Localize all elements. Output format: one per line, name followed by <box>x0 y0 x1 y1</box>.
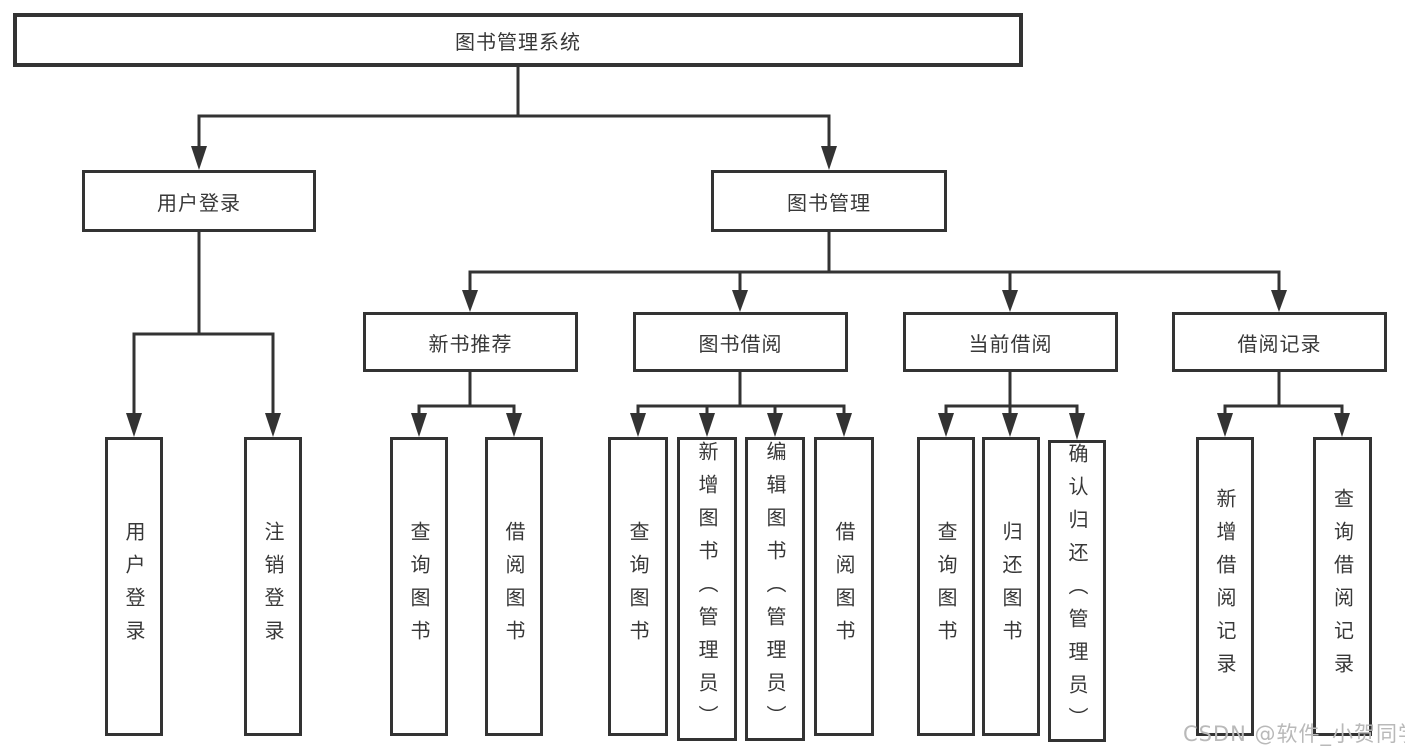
leaf-logout: 注销登录 <box>244 437 302 736</box>
leaf-edit-books-admin: 编辑图书（管理员） <box>745 437 805 741</box>
leaf-borrow-books-label: 借阅图书 <box>832 520 856 653</box>
node-book-borrow: 图书借阅 <box>633 312 848 372</box>
leaf-query-books-current-label: 查询图书 <box>934 520 958 653</box>
leaf-edit-books-admin-label: 编辑图书（管理员） <box>763 440 787 738</box>
leaf-add-books-admin-label: 新增图书（管理员） <box>695 440 719 738</box>
arrowhead-icons <box>126 146 1350 440</box>
node-current-borrow: 当前借阅 <box>903 312 1118 372</box>
leaf-add-borrow-record-label: 新增借阅记录 <box>1213 487 1237 686</box>
leaf-borrow-books-recommend: 借阅图书 <box>485 437 543 736</box>
leaf-query-books-borrow: 查询图书 <box>608 437 668 736</box>
leaf-borrow-books: 借阅图书 <box>814 437 874 736</box>
leaf-query-borrow-record: 查询借阅记录 <box>1313 437 1372 736</box>
node-book-management: 图书管理 <box>711 170 947 232</box>
node-book-management-label: 图书管理 <box>787 190 871 215</box>
leaf-query-books-recommend-label: 查询图书 <box>407 520 431 653</box>
leaf-query-borrow-record-label: 查询借阅记录 <box>1330 487 1355 686</box>
leaf-user-login: 用户登录 <box>105 437 163 736</box>
leaf-query-books-current: 查询图书 <box>917 437 975 736</box>
node-root: 图书管理系统 <box>13 13 1023 67</box>
leaf-add-books-admin: 新增图书（管理员） <box>677 437 737 741</box>
node-user-login: 用户登录 <box>82 170 316 232</box>
leaf-user-login-label: 用户登录 <box>122 520 146 653</box>
leaf-query-books-recommend: 查询图书 <box>390 437 448 736</box>
leaf-logout-label: 注销登录 <box>261 520 285 653</box>
leaf-return-books: 归还图书 <box>982 437 1040 736</box>
node-borrow-records-label: 借阅记录 <box>1237 331 1322 356</box>
node-borrow-records: 借阅记录 <box>1172 312 1387 372</box>
leaf-confirm-return-admin: 确认归还（管理员） <box>1048 440 1106 742</box>
leaf-confirm-return-admin-label: 确认归还（管理员） <box>1065 442 1089 740</box>
node-new-book-recommend-label: 新书推荐 <box>428 331 513 356</box>
node-book-borrow-label: 图书借阅 <box>698 331 783 356</box>
leaf-borrow-books-recommend-label: 借阅图书 <box>502 520 526 653</box>
csdn-watermark: CSDN @软件_小贺同学 <box>1183 722 1405 746</box>
node-user-login-label: 用户登录 <box>157 190 241 215</box>
leaf-return-books-label: 归还图书 <box>999 520 1023 653</box>
node-current-borrow-label: 当前借阅 <box>968 331 1053 356</box>
leaf-add-borrow-record: 新增借阅记录 <box>1196 437 1254 736</box>
node-root-label: 图书管理系统 <box>455 29 581 54</box>
leaf-query-books-borrow-label: 查询图书 <box>626 520 650 653</box>
node-new-book-recommend: 新书推荐 <box>363 312 578 372</box>
